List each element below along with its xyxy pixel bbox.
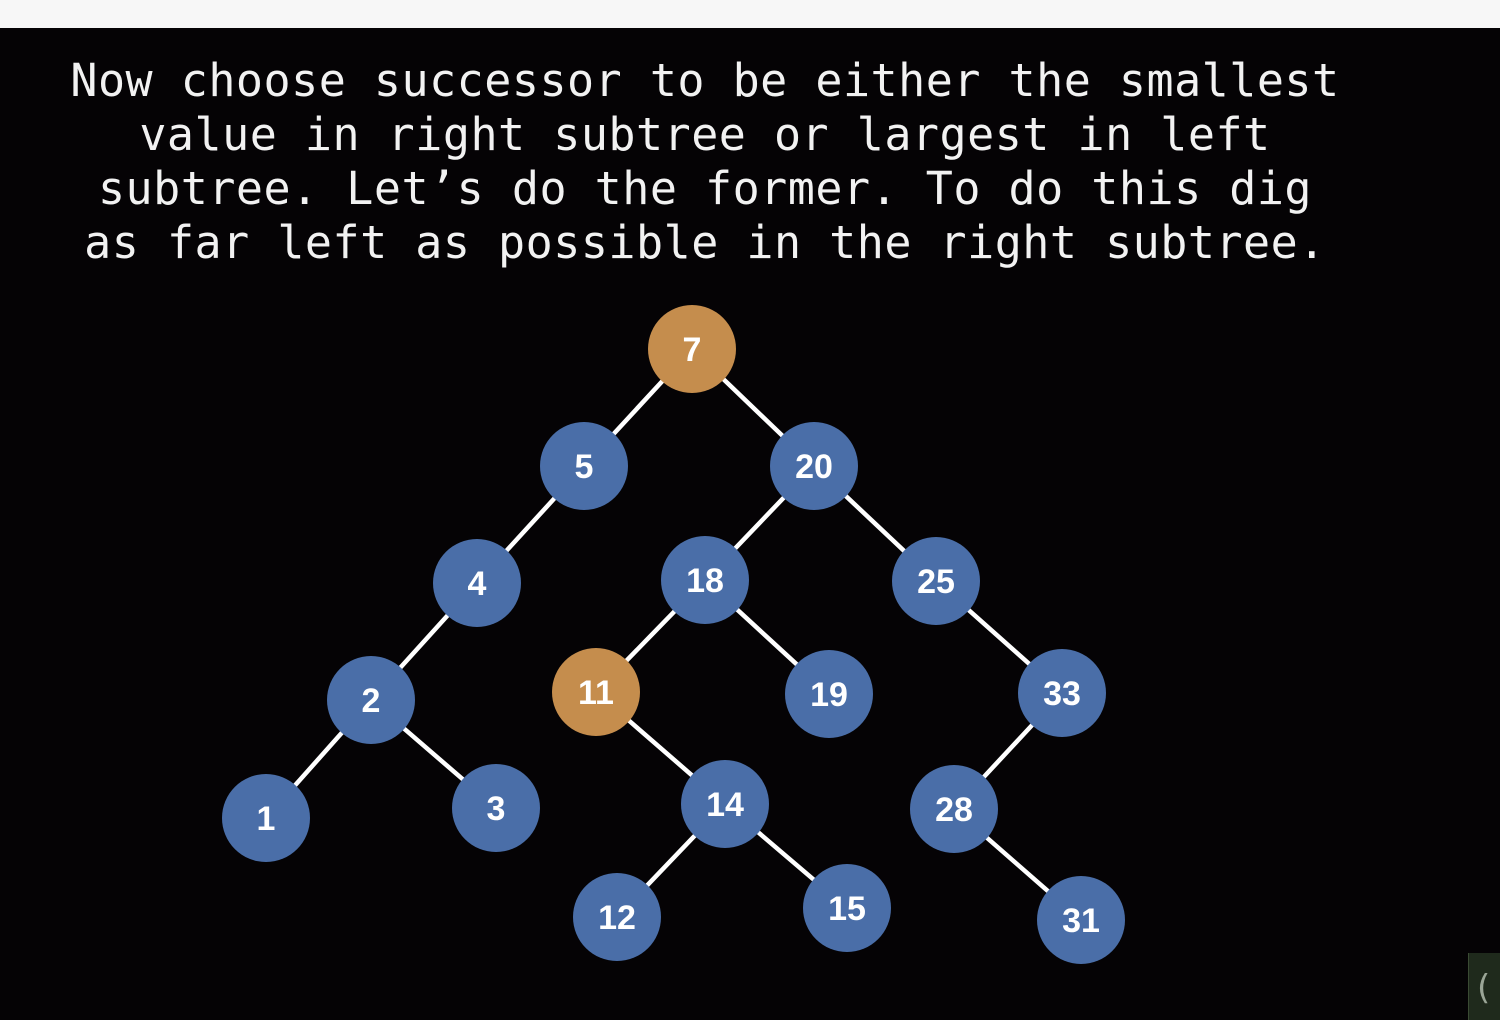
caption-line-4: as far left as possible in the right sub… [84,216,1326,269]
node-circle [452,764,540,852]
tree-node-33: 33 [1018,649,1106,737]
node-label: 20 [795,448,833,486]
node-label: 5 [575,448,594,486]
node-circle [573,873,661,961]
tree-edges [290,374,1054,896]
tree-node-12: 12 [573,873,661,961]
node-circle [433,539,521,627]
edge-20-18 [730,492,789,554]
node-label: 11 [578,674,614,712]
edge-11-14 [623,715,698,781]
node-label: 12 [598,899,636,937]
edge-28-31 [981,833,1054,896]
caption-line-3: subtree. Let’s do the former. To do this… [97,162,1313,215]
edge-14-15 [753,827,819,885]
tree-nodes: 7 5 20 4 18 25 2 11 19 33 1 3 14 28 12 15 31 [222,305,1125,964]
tree-node-1: 1 [222,774,310,862]
node-circle [327,656,415,744]
highlighted-node-circle [552,648,640,736]
node-label: 31 [1062,902,1100,940]
edge-14-12 [642,830,700,891]
slide-caption: Now choose successor to be either the sm… [20,54,1390,270]
edge-33-28 [979,720,1037,782]
tree-node-5: 5 [540,422,628,510]
node-circle [222,774,310,862]
node-label: 18 [686,562,724,600]
tree-node-19: 19 [785,650,873,738]
node-label: 15 [828,890,866,928]
edge-25-33 [963,605,1035,669]
tree-node-11: 11 [552,648,640,736]
edge-4-2 [395,610,453,673]
node-label: 3 [487,790,506,828]
tree-node-4: 4 [433,539,521,627]
tree-node-20: 20 [770,422,858,510]
tree-node-7: 7 [648,305,736,393]
node-circle [785,650,873,738]
top-bar [0,0,1500,28]
caption-line-2: value in right subtree or largest in lef… [139,108,1271,161]
node-label: 33 [1043,675,1081,713]
edge-18-19 [732,604,802,670]
tree-node-25: 25 [892,537,980,625]
corner-glyph-icon: ( [1477,968,1491,1008]
edge-2-3 [399,723,468,785]
node-label: 19 [810,676,848,714]
edge-7-5 [608,376,668,439]
node-label: 7 [683,331,702,369]
tree-node-28: 28 [910,765,998,853]
edge-20-25 [840,491,910,556]
tree-node-18: 18 [661,536,749,624]
node-circle [770,422,858,510]
caption-line-1: Now choose successor to be either the sm… [70,54,1340,107]
node-label: 2 [362,682,381,720]
node-circle [540,422,628,510]
node-circle [892,537,980,625]
node-circle [681,760,769,848]
node-label: 14 [706,786,744,824]
corner-widget[interactable]: ( [1468,953,1500,1020]
node-label: 1 [257,800,276,838]
tree-node-14: 14 [681,760,769,848]
highlighted-node-circle [648,305,736,393]
node-circle [803,864,891,952]
node-label: 28 [935,791,973,829]
node-circle [910,765,998,853]
node-label: 4 [468,565,487,603]
tree-node-15: 15 [803,864,891,952]
tree-node-2: 2 [327,656,415,744]
edge-18-11 [621,606,680,666]
edge-5-4 [501,493,560,556]
edge-7-20 [718,374,788,441]
edge-2-1 [290,727,347,791]
node-label: 25 [917,563,955,601]
node-circle [661,536,749,624]
tree-node-31: 31 [1037,876,1125,964]
node-circle [1037,876,1125,964]
tree-node-3: 3 [452,764,540,852]
node-circle [1018,649,1106,737]
